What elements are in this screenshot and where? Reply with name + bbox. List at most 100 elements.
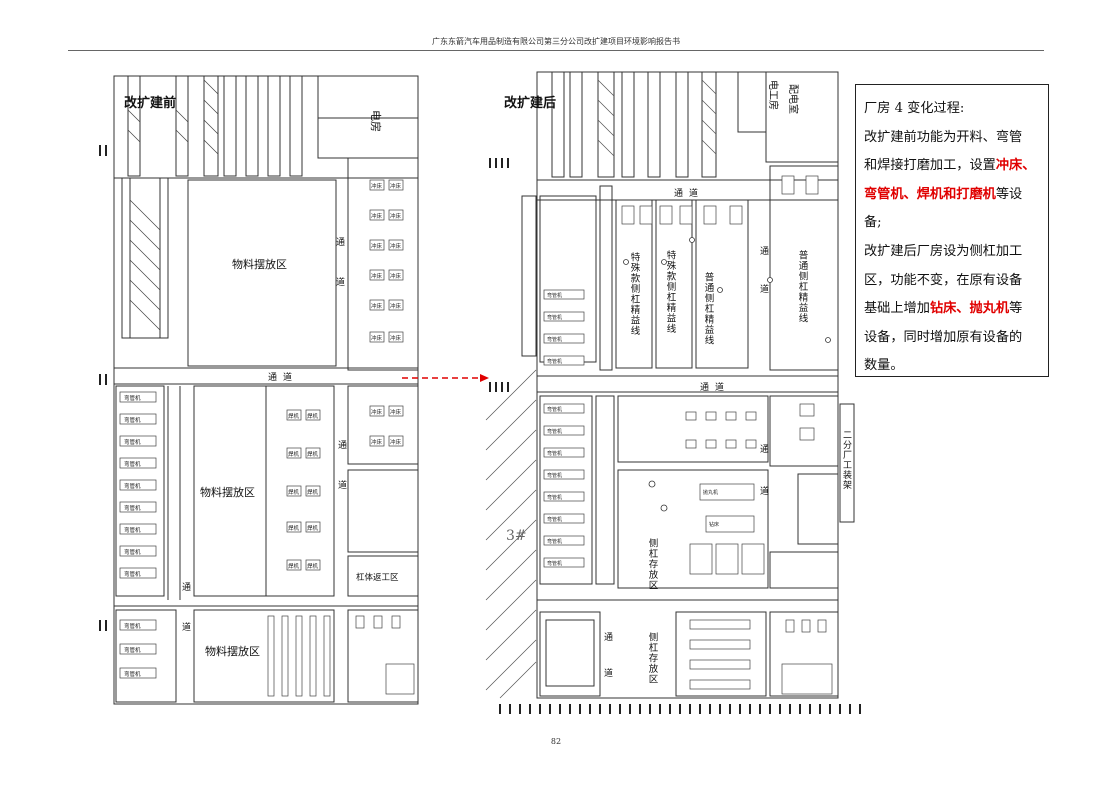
bender-label: 弯管机 (547, 516, 562, 523)
punch-label: 冲床 (371, 408, 383, 416)
welder-label: 焊机 (307, 412, 319, 420)
punch-label: 冲床 (371, 302, 383, 310)
storage-area-label: 物料摆放区 (232, 257, 287, 271)
aisle-v-label: 道 (338, 479, 347, 491)
aisle-v-label: 通 (760, 444, 769, 455)
welder-label: 焊机 (307, 488, 319, 496)
note-line: 和焊接打磨加工，设置冲床、 (864, 158, 1036, 174)
welder-label: 焊机 (288, 450, 300, 458)
welder-label: 焊机 (288, 562, 300, 570)
welder-label: 焊机 (307, 562, 319, 570)
drill-label: 钻床 (709, 521, 719, 528)
note-line: 数量。 (864, 358, 904, 374)
bender-label: 弯管机 (124, 482, 141, 490)
punch-label: 冲床 (390, 182, 402, 190)
bender-label: 弯管机 (124, 526, 141, 534)
bender-label: 弯管机 (547, 494, 562, 501)
punch-label: 冲床 (371, 334, 383, 342)
welder-label: 焊机 (288, 412, 300, 420)
welder-label: 焊机 (307, 450, 319, 458)
welder-label: 焊机 (288, 488, 300, 496)
bender-label: 弯管机 (547, 314, 562, 321)
note-line: 基础上增加钻床、抛丸机等 (864, 301, 1023, 317)
punch-label: 冲床 (371, 182, 383, 190)
change-note-box: 厂房 4 变化过程: 改扩建前功能为开料、弯管 和焊接打磨加工，设置冲床、 弯管… (855, 84, 1049, 377)
bender-label: 弯管机 (124, 670, 141, 678)
bender-label: 弯管机 (124, 548, 141, 556)
lean-line-label: 特殊款侧杠精益线 (665, 249, 677, 334)
bender-label: 弯管机 (547, 450, 562, 457)
aisle-v-label: 通 (760, 246, 769, 257)
note-emphasis: 冲床、 (995, 158, 1036, 174)
bender-label: 弯管机 (547, 406, 562, 413)
note-line: 设备，同时增加原有设备的 (864, 329, 1023, 345)
bender-label: 弯管机 (547, 292, 562, 299)
bender-label: 弯管机 (124, 394, 141, 402)
note-emphasis: 钻床、抛丸机 (929, 301, 1010, 317)
bender-label: 弯管机 (124, 570, 141, 578)
rework-area-label: 杠体返工区 (356, 572, 399, 583)
aisle-label: 通道 (268, 371, 298, 383)
note-emphasis: 弯管机、焊机和打磨机 (864, 186, 996, 202)
punch-label: 冲床 (390, 302, 402, 310)
work-room-label: 电工房 (767, 80, 780, 110)
note-line: 区，功能不变，在原有设备 (864, 272, 1023, 288)
power-room-label: 配电室 (787, 84, 800, 114)
punch-label: 冲床 (371, 212, 383, 220)
lean-line-label: 普通侧杠精益线 (797, 249, 809, 323)
aisle-v-label: 通 (338, 440, 347, 451)
lean-line-label: 特殊款侧杠精益线 (629, 251, 641, 336)
welder-label: 焊机 (288, 524, 300, 532)
bender-label: 弯管机 (547, 428, 562, 435)
plan-after-title: 改扩建后 (504, 96, 557, 111)
bender-label: 弯管机 (547, 336, 562, 343)
bender-label: 弯管机 (547, 560, 562, 567)
note-line: 弯管机、焊机和打磨机等设 (864, 186, 1023, 202)
punch-label: 冲床 (371, 272, 383, 280)
punch-label: 冲床 (390, 438, 402, 446)
lean-line-label: 普通侧杠精益线 (703, 271, 715, 345)
punch-label: 冲床 (390, 212, 402, 220)
punch-label: 冲床 (390, 334, 402, 342)
shot-blaster-label: 抛丸机 (703, 489, 718, 496)
aisle-v-label: 道 (760, 485, 769, 497)
bender-label: 弯管机 (124, 622, 141, 630)
aisle-v-label: 道 (604, 667, 613, 679)
aisle-v-label: 通 (182, 582, 191, 593)
welder-label: 焊机 (307, 524, 319, 532)
storage-area-label: 物料摆放区 (200, 485, 255, 499)
note-title: 厂房 4 变化过程: (864, 101, 965, 116)
bender-label: 弯管机 (124, 646, 141, 654)
storage-area-label: 侧杠存放区 (647, 631, 659, 684)
assembly-rack-label: 二分厂工装架 (841, 430, 852, 490)
aisle-v-label: 道 (336, 276, 345, 288)
aisle-v-label: 道 (182, 621, 191, 633)
bender-label: 弯管机 (124, 416, 141, 424)
punch-label: 冲床 (390, 272, 402, 280)
storage-area-label: 侧杠存放区 (647, 537, 659, 590)
page-header: 广东东箭汽车用品制造有限公司第三分公司改扩建项目环境影响报告书 (432, 37, 680, 46)
aisle-v-label: 通 (604, 632, 613, 643)
bender-label: 弯管机 (547, 538, 562, 545)
bender-label: 弯管机 (124, 438, 141, 446)
note-line: 备; (864, 215, 882, 231)
punch-label: 冲床 (371, 438, 383, 446)
note-line: 改扩建后厂房设为侧杠加工 (864, 243, 1023, 259)
punch-label: 冲床 (390, 408, 402, 416)
bender-label: 弯管机 (124, 460, 141, 468)
outside-building-label: 3# (506, 528, 527, 544)
plan-before-title: 改扩建前 (124, 96, 177, 111)
punch-label: 冲床 (371, 242, 383, 250)
header-rule (68, 50, 1044, 51)
storage-area-label: 物料摆放区 (205, 644, 260, 658)
aisle-label: 通道 (700, 381, 730, 393)
aisle-v-label: 通 (336, 237, 345, 248)
bender-label: 弯管机 (547, 472, 562, 479)
aisle-v-label: 道 (760, 283, 769, 295)
power-room-label: 电房 (369, 110, 382, 132)
punch-label: 冲床 (390, 242, 402, 250)
bender-label: 弯管机 (547, 358, 562, 365)
